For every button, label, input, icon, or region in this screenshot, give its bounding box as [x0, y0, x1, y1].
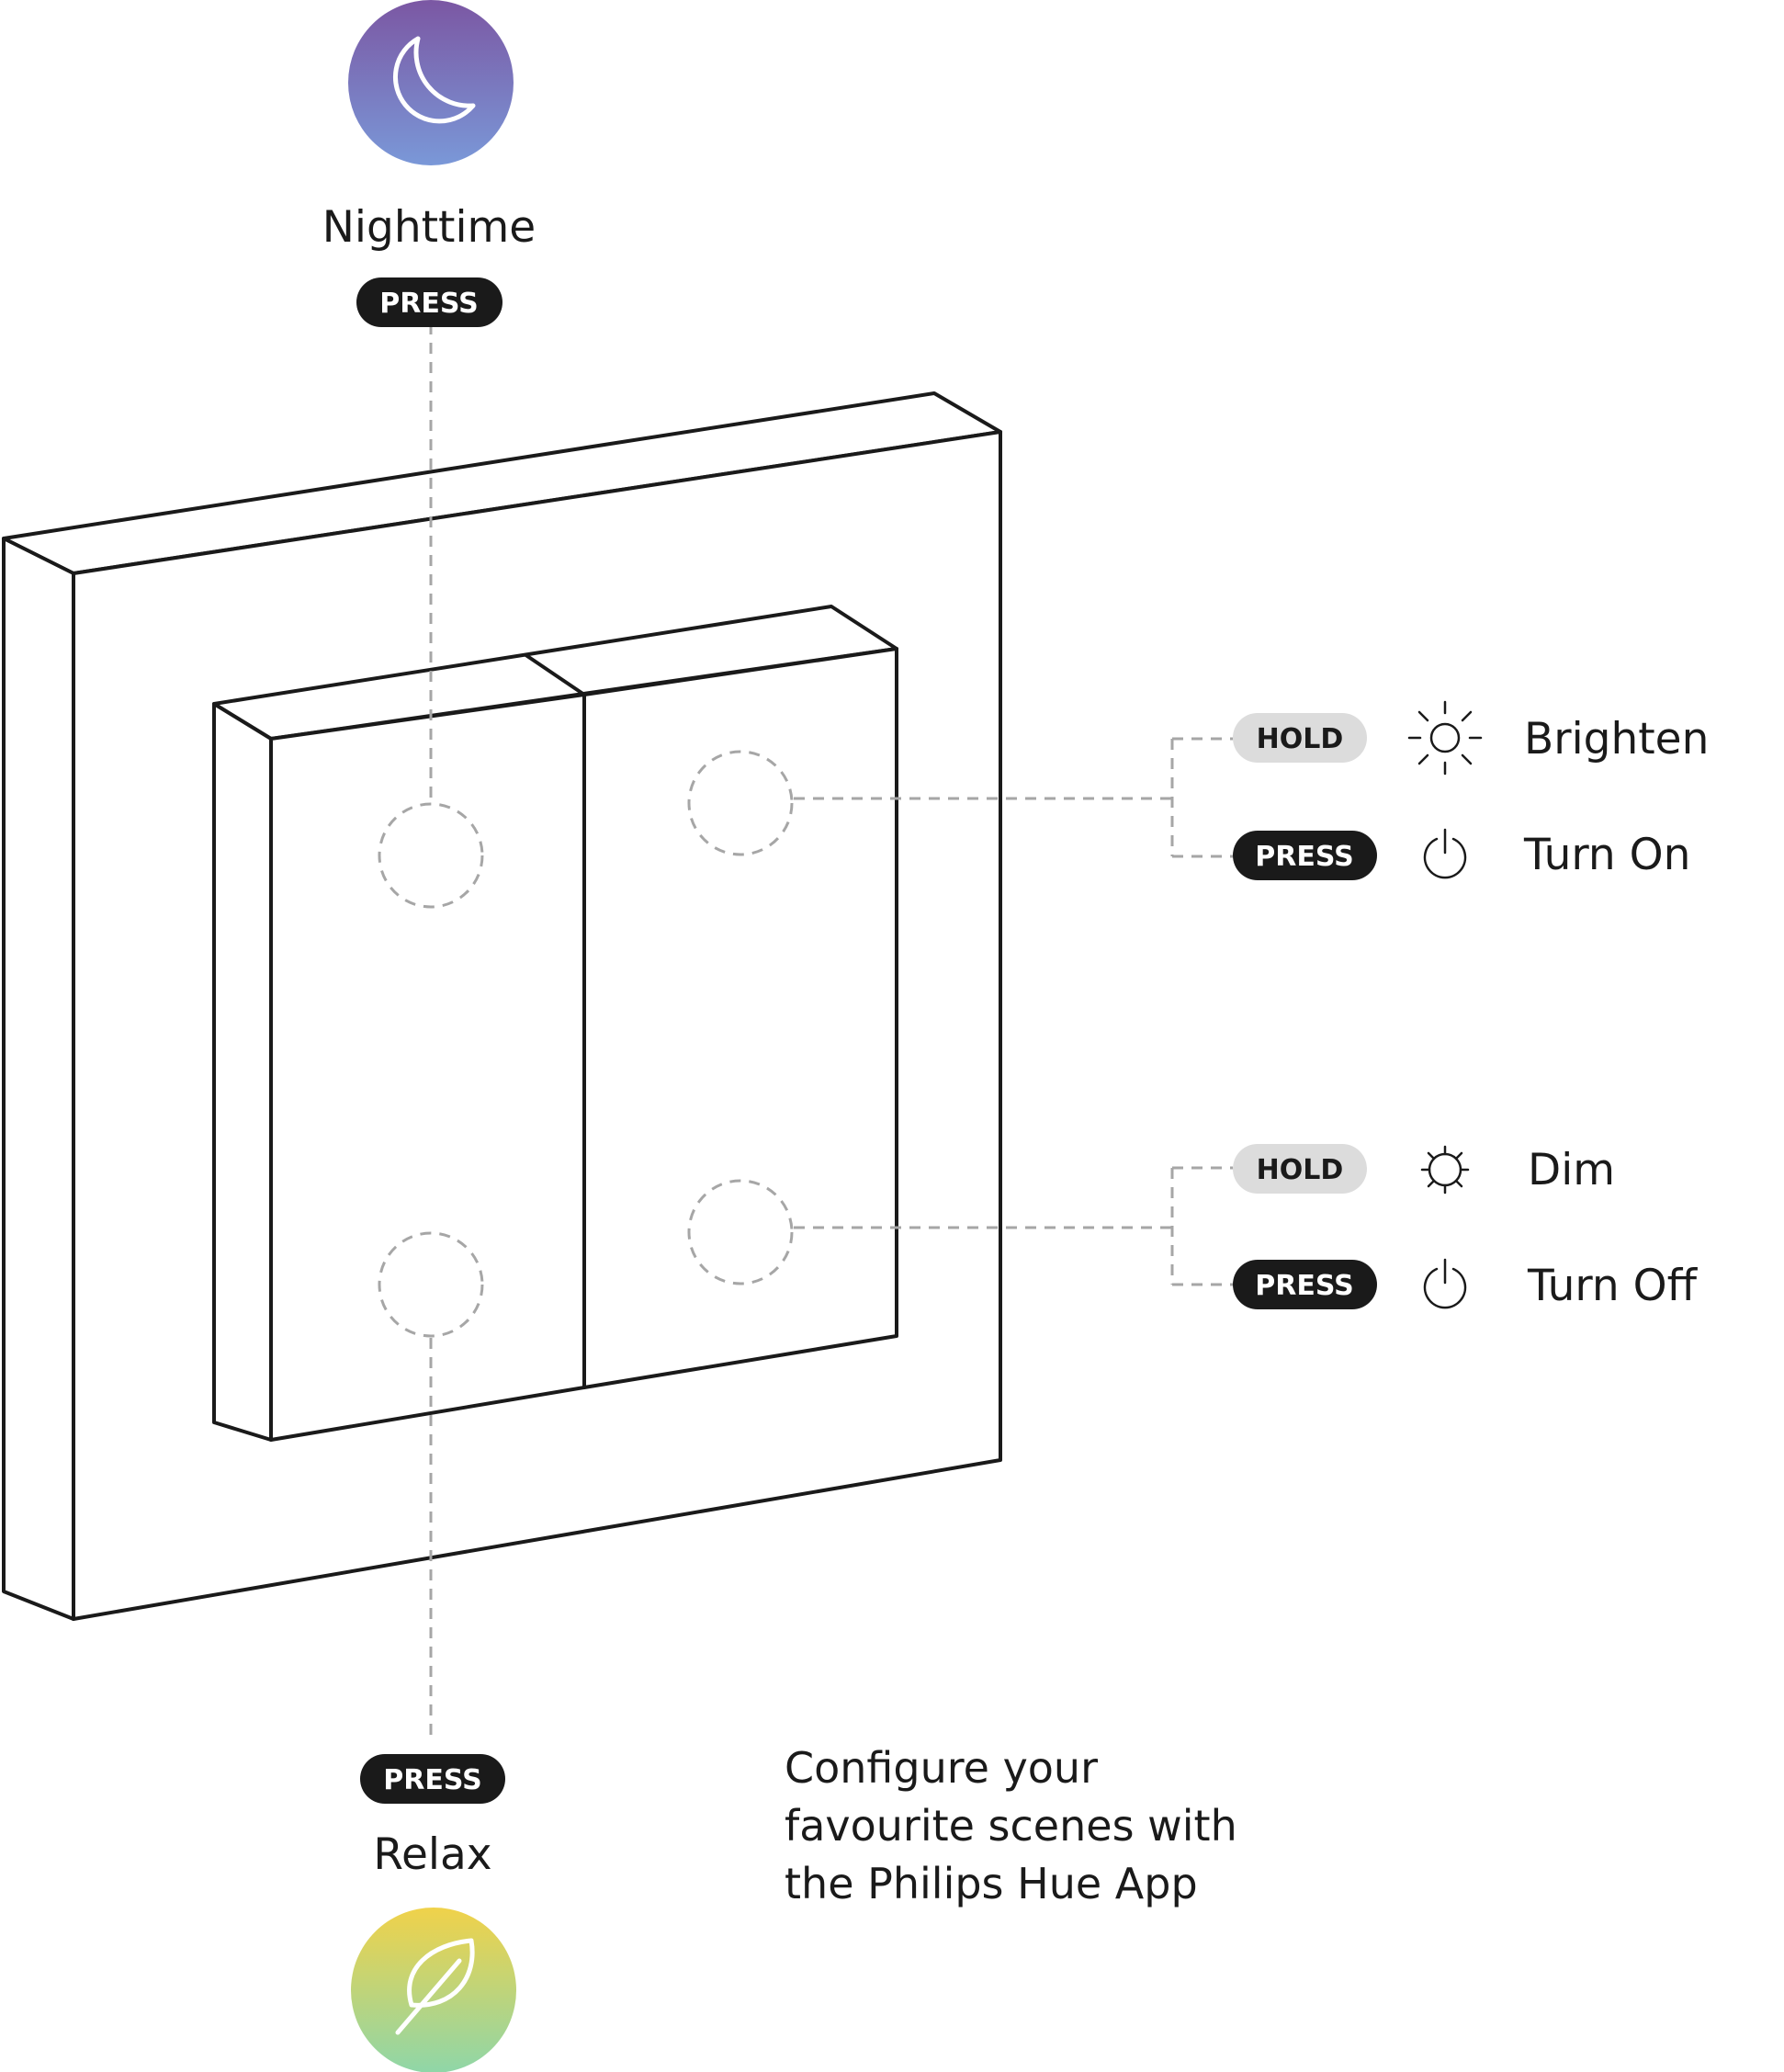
touch-zone-bottom-right[interactable] — [687, 1179, 794, 1285]
connector-upper-right — [794, 737, 1233, 858]
app-caption: Configure your favourite scenes with the… — [785, 1739, 1299, 1913]
turn-on-press-pill — [1233, 831, 1377, 880]
relax-scene: PRESS Relax — [351, 1754, 516, 2072]
turn-on-label: Turn On — [1523, 830, 1690, 880]
upper-controls: HOLD Brighten PRESS Turn On — [1233, 700, 1709, 880]
turn-off-label: Turn Off — [1527, 1261, 1699, 1311]
right-rocker[interactable] — [582, 647, 898, 1389]
rocker-divider — [523, 652, 586, 696]
plate-side-edge — [2, 537, 75, 1621]
left-rocker[interactable] — [269, 693, 586, 1442]
relax-press-text: PRESS — [383, 1764, 481, 1796]
sun-bright-icon — [1407, 700, 1483, 776]
relax-press-pill — [360, 1754, 505, 1804]
nighttime-badge — [348, 0, 514, 165]
caption-line: Configure your — [785, 1743, 1099, 1793]
connector-lower-right — [794, 1166, 1233, 1286]
rocker-side-edge — [212, 702, 273, 1442]
dim-hold-text: HOLD — [1257, 1154, 1344, 1186]
turn-on-press-text: PRESS — [1255, 841, 1353, 873]
caption-line: the Philips Hue App — [785, 1859, 1198, 1908]
relax-label: Relax — [373, 1829, 491, 1880]
power-icon — [1423, 1258, 1467, 1309]
turn-off-press-pill — [1233, 1260, 1377, 1309]
nighttime-scene: Nighttime PRESS — [322, 0, 536, 327]
caption-line: favourite scenes with — [785, 1801, 1237, 1851]
nighttime-label: Nighttime — [322, 202, 536, 253]
brighten-label: Brighten — [1524, 714, 1709, 764]
touch-zone-top-left[interactable] — [378, 802, 484, 909]
leaf-icon — [395, 1938, 475, 2035]
brighten-hold-pill — [1233, 713, 1367, 763]
nighttime-press-text: PRESS — [379, 288, 478, 320]
nighttime-press-pill — [356, 277, 502, 327]
brighten-hold-text: HOLD — [1257, 723, 1344, 755]
dim-hold-pill — [1233, 1144, 1367, 1194]
turn-off-press-text: PRESS — [1255, 1270, 1353, 1302]
connectors — [429, 323, 1233, 1741]
rocker-buttons — [212, 605, 898, 1442]
touch-zones — [378, 750, 794, 1338]
touch-zone-bottom-left[interactable] — [378, 1231, 484, 1338]
sun-dim-icon — [1420, 1145, 1470, 1195]
power-icon — [1423, 828, 1467, 879]
moon-icon — [392, 36, 476, 124]
touch-zone-top-right[interactable] — [687, 750, 794, 856]
lower-controls: HOLD Dim PRESS Turn Off — [1233, 1144, 1699, 1311]
dim-label: Dim — [1528, 1145, 1615, 1195]
